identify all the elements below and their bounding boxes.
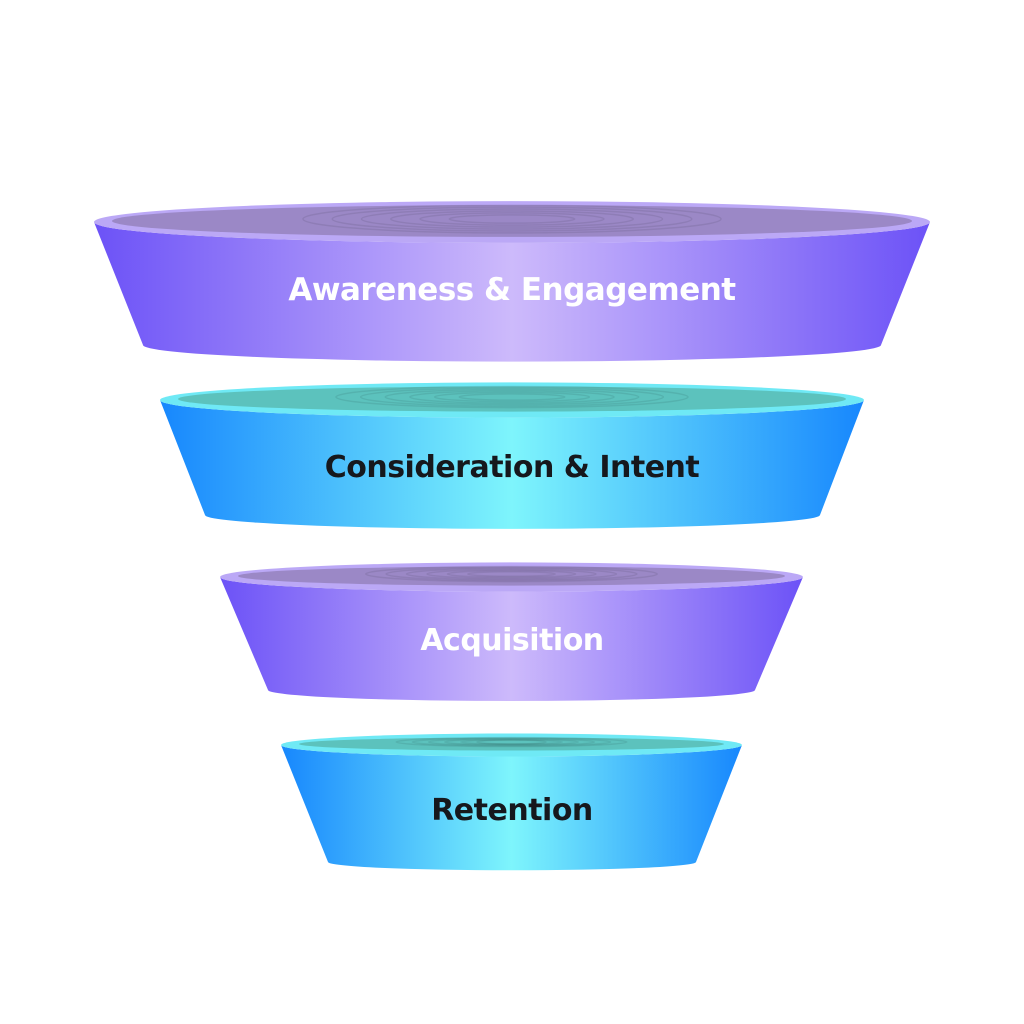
stage-top-surface [238,566,785,586]
ripple-decoration [385,566,638,582]
ripple-decoration [467,570,556,578]
ripple-decoration [419,212,605,226]
funnel-stage-3 [281,733,742,871]
stage-body [220,577,803,701]
stage-label-awareness: Awareness & Engagement [288,272,736,308]
stage-label-acquisition: Acquisition [420,623,604,658]
stage-body [281,745,742,871]
ripple-decoration [433,391,591,403]
ripple-decoration [411,737,612,747]
stage-label-consideration: Consideration & Intent [324,450,700,485]
stage-top-surface [178,386,846,412]
stage-body [160,400,864,529]
ripple-decoration [476,739,547,745]
stage-label-retention: Retention [431,793,593,828]
stage-top-surface [299,737,724,751]
funnel-stage-2 [220,562,803,701]
ripple-decoration [446,569,577,579]
ripple-decoration [443,738,580,746]
ripple-decoration [427,737,596,747]
ripple-decoration [359,387,665,407]
stage-body [94,222,930,362]
ripple-decoration [405,567,618,581]
ripple-decoration [409,390,615,404]
ripple-decoration [335,385,689,409]
ripple-decoration [458,393,566,401]
ripple-decoration [448,214,576,224]
funnel-stage-1 [160,382,864,529]
ripple-decoration [390,210,634,228]
ripple-decoration [426,568,597,580]
funnel-stage-0 [94,201,930,362]
ripple-decoration [331,206,693,232]
ripple-decoration [302,204,722,234]
ripple-decoration [384,388,640,406]
ripple-decoration [360,208,664,230]
stage-top-surface [112,205,912,237]
ripple-decoration [395,736,628,748]
ripple-decoration [365,565,658,583]
ripple-decoration [460,739,563,745]
